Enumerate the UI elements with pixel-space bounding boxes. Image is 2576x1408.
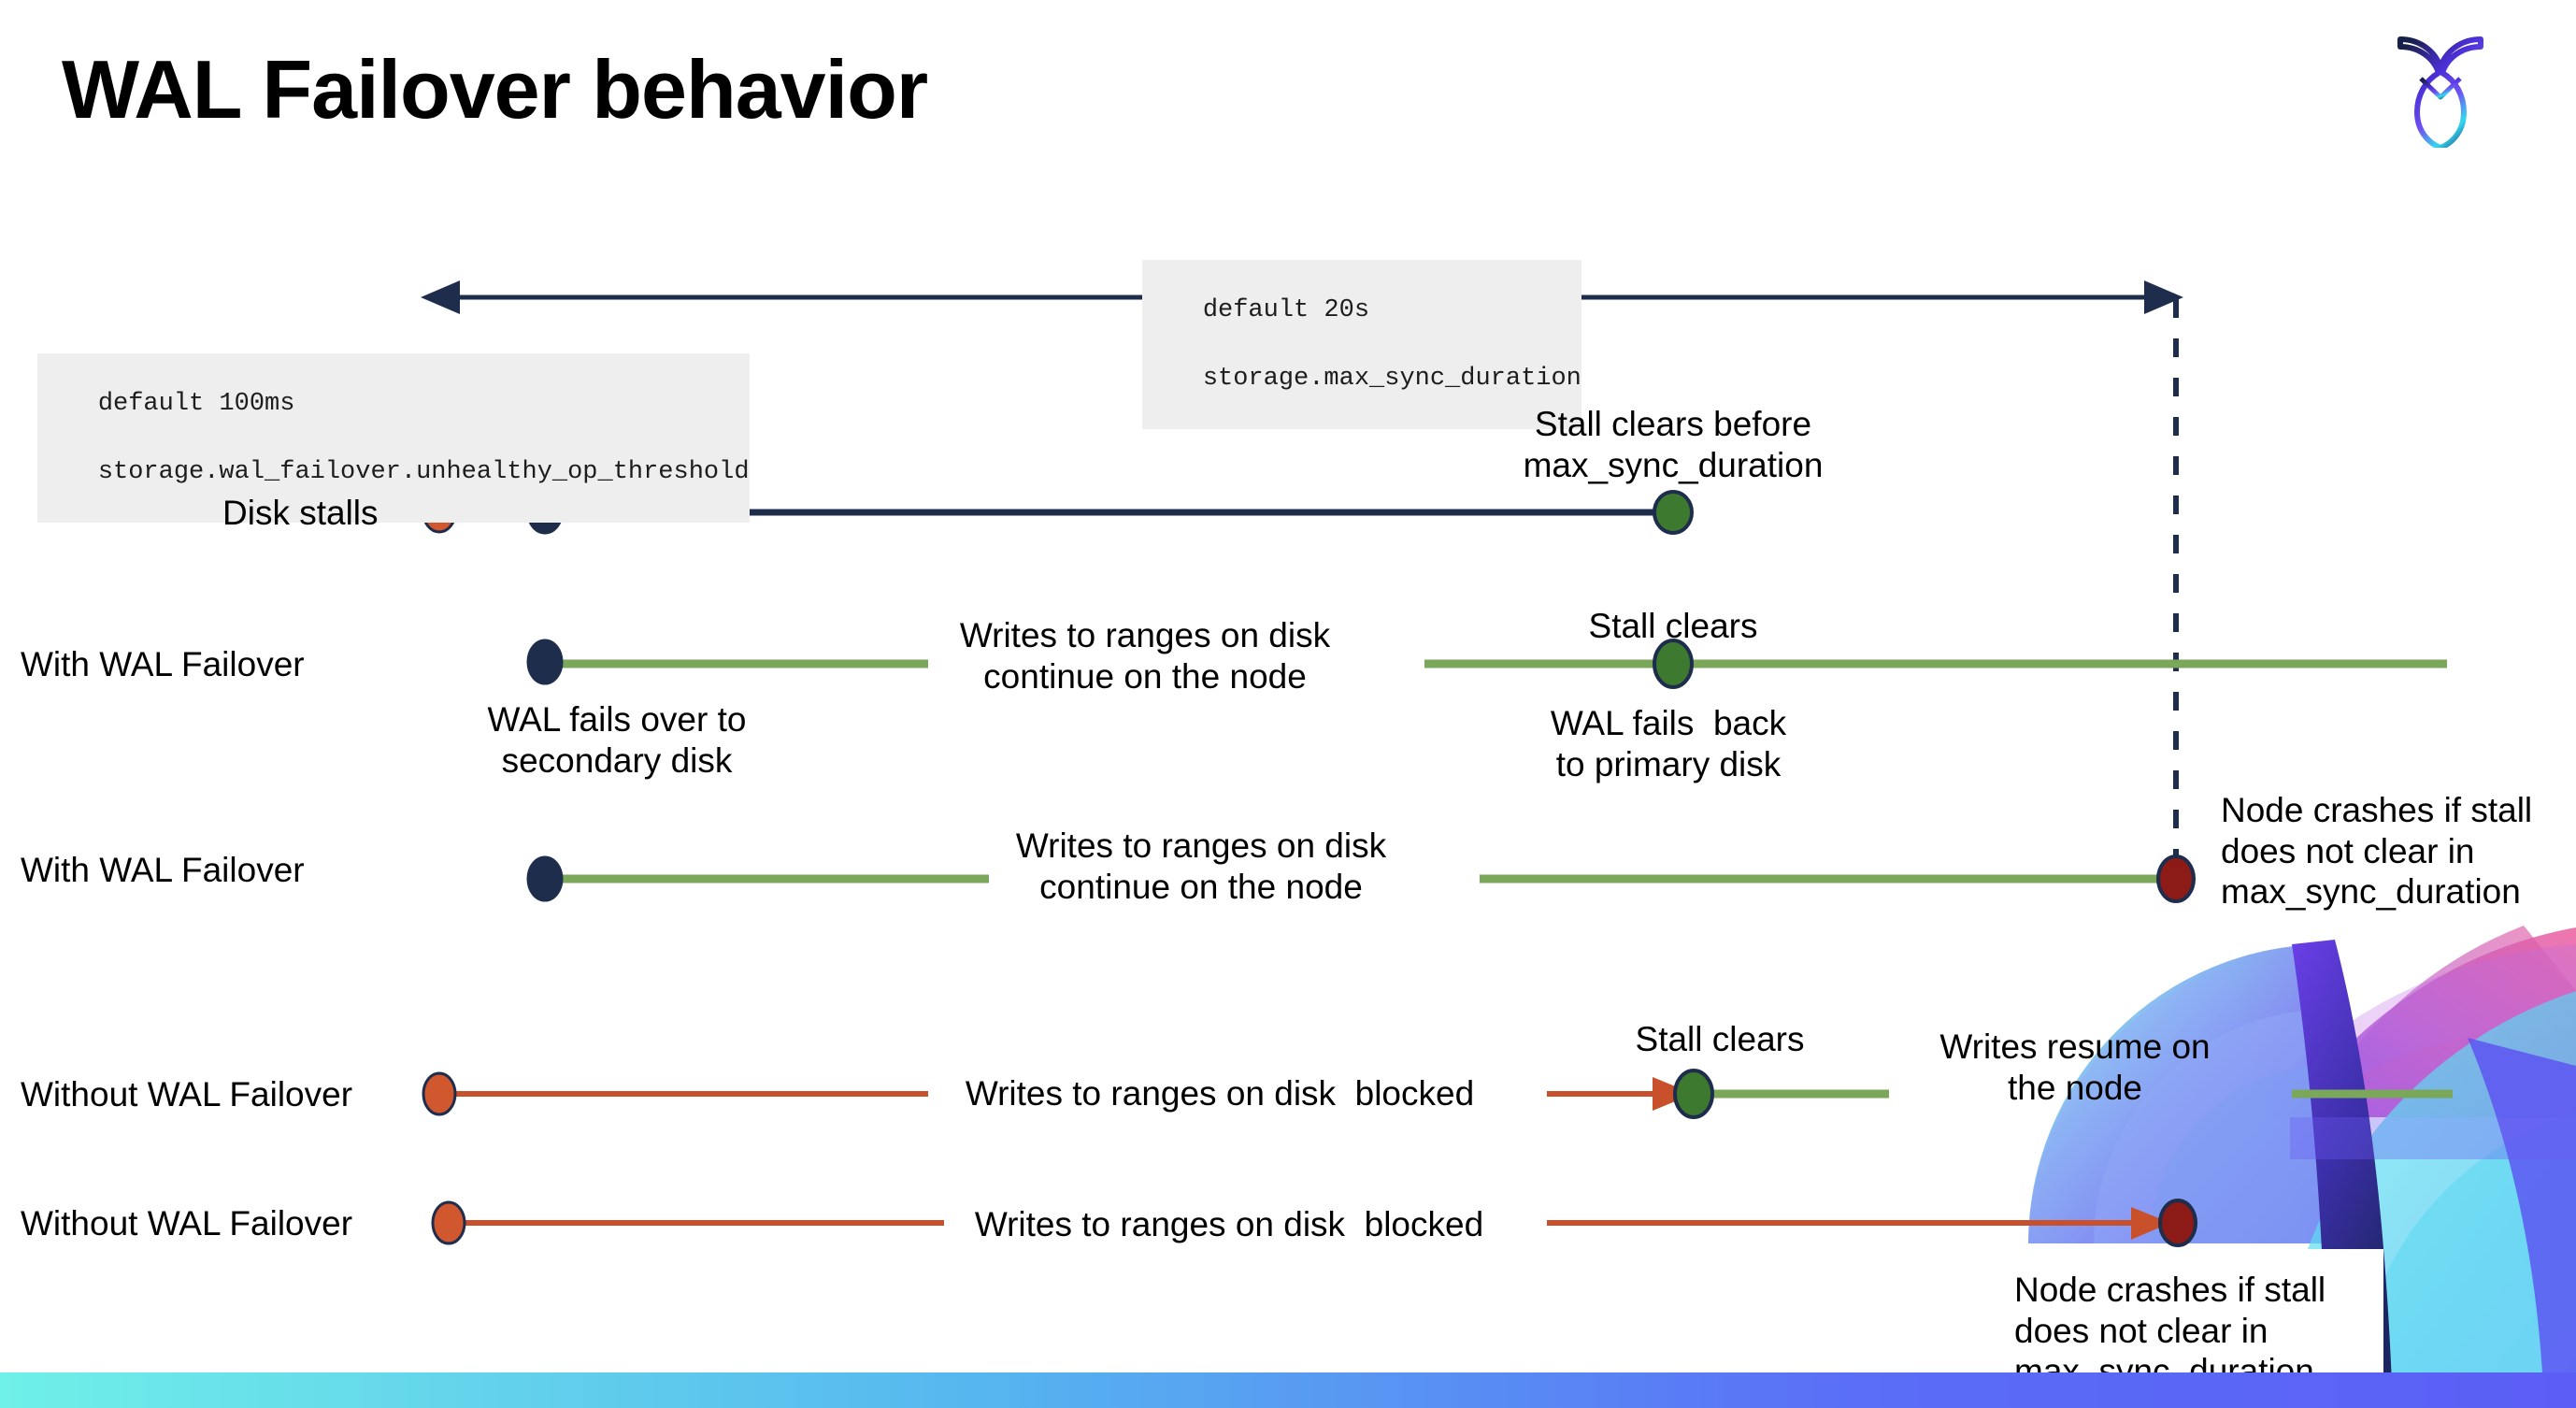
unhealthy-op-threshold-setting-chip: default 100ms storage.wal_failover.unhea… bbox=[37, 353, 750, 523]
annotation-writes-continue-row2: Writes to ranges on disk continue on the… bbox=[959, 616, 1331, 696]
annotation-node-crashes-row5: Node crashes if stall does not clear in … bbox=[2014, 1271, 2326, 1391]
track-with-wal-failover-crash bbox=[526, 855, 2196, 903]
marker-stall-begins-r5 bbox=[431, 1200, 466, 1245]
track-without-wal-failover-crash bbox=[431, 1199, 2197, 1247]
unhealthy-op-setting-name: storage.wal_failover.unhealthy_op_thresh… bbox=[97, 454, 750, 489]
track-with-wal-failover-clears bbox=[526, 639, 2447, 689]
annotation-writes-resume-row4: Writes resume on the node bbox=[1939, 1027, 2211, 1107]
marker-node-crashes-r3 bbox=[2156, 855, 2196, 903]
annotation-wal-fails-over: WAL fails over to secondary disk bbox=[487, 700, 747, 780]
annotation-writes-blocked-row5: Writes to ranges on disk blocked bbox=[974, 1205, 1484, 1243]
marker-wal-fails-over-r3 bbox=[526, 855, 564, 902]
row-label-with-wal-failover-2: With WAL Failover bbox=[21, 851, 305, 889]
max-sync-default-label: default 20s bbox=[1202, 294, 1370, 328]
max-sync-setting-name: storage.max_sync_duration bbox=[1202, 361, 1581, 395]
row-label-with-wal-failover-1: With WAL Failover bbox=[21, 645, 305, 683]
unhealthy-op-default-label: default 100ms bbox=[97, 387, 295, 422]
track-without-wal-failover-clears bbox=[422, 1069, 2453, 1119]
annotation-stall-clears-before: Stall clears before max_sync_duration bbox=[1523, 405, 1824, 484]
row-label-disk-stalls: Disk stalls bbox=[222, 494, 379, 532]
cockroachdb-logo bbox=[2397, 36, 2483, 148]
row-label-without-wal-failover-1: Without WAL Failover bbox=[21, 1075, 353, 1113]
annotation-wal-fails-back: WAL fails back to primary disk bbox=[1550, 704, 1787, 783]
marker-wal-fails-over bbox=[526, 639, 564, 685]
row-label-without-wal-failover-2: Without WAL Failover bbox=[21, 1204, 353, 1243]
decor-petals bbox=[1982, 926, 2576, 1408]
page-title: WAL Failover behavior bbox=[62, 43, 928, 136]
bottom-gradient-bar bbox=[0, 1372, 2576, 1408]
marker-stall-clears-r4 bbox=[1673, 1069, 1714, 1119]
marker-stall-clears-r2 bbox=[1653, 639, 1694, 689]
marker-stall-clears bbox=[1653, 490, 1694, 535]
annotation-stall-clears-row2: Stall clears bbox=[1588, 607, 1758, 645]
annotation-node-crashes-row3: Node crashes if stall does not clear in … bbox=[2221, 791, 2533, 912]
annotation-stall-clears-row4: Stall clears bbox=[1635, 1020, 1805, 1058]
marker-node-crashes-r5 bbox=[2158, 1199, 2197, 1247]
annotation-writes-continue-row3: Writes to ranges on disk continue on the… bbox=[1015, 826, 1387, 906]
max-sync-duration-setting-chip: default 20s storage.max_sync_duration bbox=[1142, 260, 1581, 429]
annotation-writes-blocked-row4: Writes to ranges on disk blocked bbox=[965, 1074, 1475, 1113]
marker-stall-begins-r4 bbox=[422, 1071, 457, 1116]
